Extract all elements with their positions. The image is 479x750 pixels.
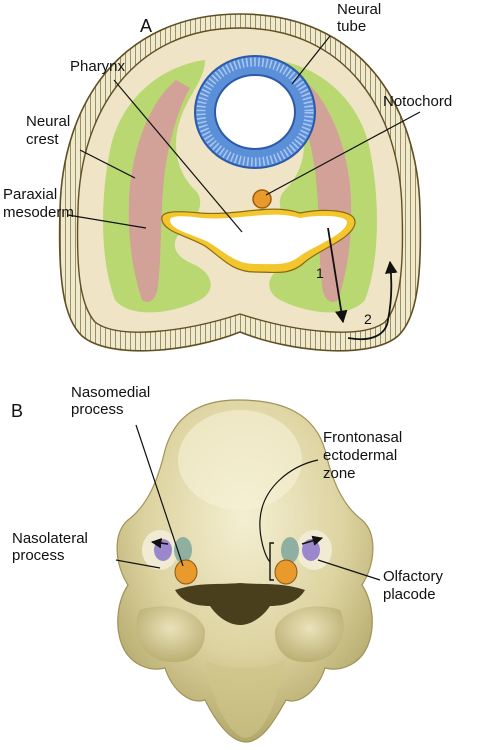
nasomedial-process-left-teal xyxy=(174,537,192,563)
paraxial-mesoderm-left xyxy=(128,80,190,303)
mandible-left xyxy=(136,606,206,663)
leader-neural-tube xyxy=(291,35,331,85)
notochord xyxy=(252,189,272,209)
panel-b-letter: B xyxy=(11,401,23,421)
label-notochord: Notochord xyxy=(383,93,452,110)
label-route-1: 1 xyxy=(316,265,324,281)
mandible-center xyxy=(205,660,285,738)
leader-neural-crest xyxy=(79,149,136,179)
nasomedial-process-left-orange xyxy=(174,559,198,585)
nasomedial-process-right-teal xyxy=(281,537,299,563)
leader-nasomedial xyxy=(135,424,184,567)
neural-canal xyxy=(214,74,296,150)
placode-arrow-right xyxy=(301,535,324,546)
nasomedial-process-right-orange xyxy=(274,559,298,585)
forehead-highlight xyxy=(178,410,302,510)
migration-arrow-2 xyxy=(347,260,398,341)
leader-paraxial-mesoderm xyxy=(67,214,147,229)
olfactory-placode-right xyxy=(302,539,320,561)
placode-arrow-left xyxy=(150,537,169,549)
leader-notochord xyxy=(265,111,421,196)
leader-frontonasal xyxy=(259,459,319,563)
neural-tube-wall xyxy=(196,57,314,167)
pharynx-lumen xyxy=(170,214,347,265)
panel-a-letter: A xyxy=(140,16,152,36)
stomodeum xyxy=(175,583,305,625)
leader-olfactory xyxy=(317,559,381,581)
leader-pharynx xyxy=(113,79,243,233)
migration-arrow-1 xyxy=(327,227,348,324)
label-route-2: 2 xyxy=(364,311,372,327)
paraxial-mesoderm-right xyxy=(290,80,352,303)
label-pharynx: Pharynx xyxy=(70,58,126,75)
leader-nasolateral xyxy=(115,559,161,569)
mandible-right xyxy=(274,606,344,663)
